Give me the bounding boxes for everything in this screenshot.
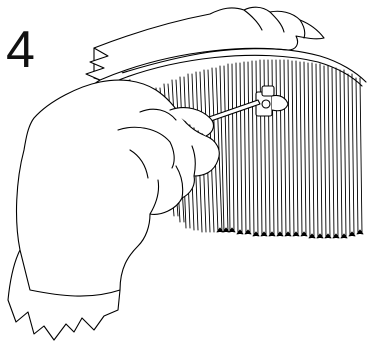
grille-slat <box>300 62 306 236</box>
grille-slat <box>228 64 234 232</box>
mount-bracket <box>256 86 288 116</box>
grille-slat <box>348 74 354 236</box>
grille-slat <box>252 61 258 236</box>
grille-slat <box>332 68 338 238</box>
lower-sleeve-edge <box>8 290 120 340</box>
grille-slat <box>308 63 314 238</box>
grille-slat <box>340 70 346 238</box>
grille-slat <box>276 60 282 236</box>
grille-slat <box>284 60 290 236</box>
grille-slat <box>316 64 322 238</box>
grille-slat <box>244 62 250 234</box>
grille-slat <box>236 63 242 234</box>
grille-slat <box>356 78 362 234</box>
lower-sleeve-side <box>8 250 20 300</box>
grille-slat <box>324 66 330 238</box>
grille-slat <box>292 61 298 236</box>
